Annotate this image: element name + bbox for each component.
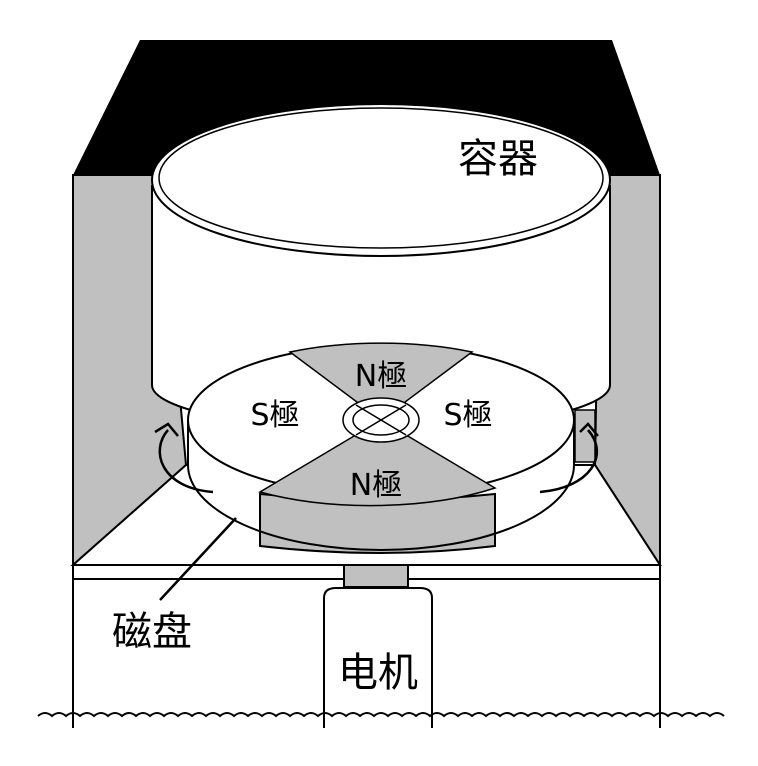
disk-leader-line [159, 517, 237, 601]
label-motor: 电机 [338, 650, 418, 696]
label-s-pole-left: S極 [250, 398, 299, 433]
label-container: 容器 [458, 136, 538, 182]
disk-n-pole-front [258, 419, 497, 507]
right-holder-block [574, 409, 596, 463]
rotation-arrow-right-head [579, 422, 599, 437]
rotation-arrow-right [539, 429, 599, 494]
rotation-arrow-left [158, 429, 214, 494]
disk-side-bottom-edge [187, 464, 575, 551]
motor-body [323, 587, 433, 728]
disk-center-inner [352, 404, 410, 436]
rotation-arrow-left-head [154, 422, 179, 437]
motor-shaft [343, 564, 409, 588]
ground-wave [37, 712, 725, 718]
container-rim-inner [158, 107, 604, 249]
label-n-pole-back: N極 [355, 359, 407, 394]
label-s-pole-right: S極 [443, 398, 492, 433]
label-n-pole-front: N極 [350, 468, 402, 503]
container-rim-outer [151, 103, 611, 257]
label-magnetic-disk: 磁盘 [112, 609, 192, 655]
disk-n-pole-back [288, 342, 474, 421]
disk-center-cross-2 [355, 404, 407, 436]
